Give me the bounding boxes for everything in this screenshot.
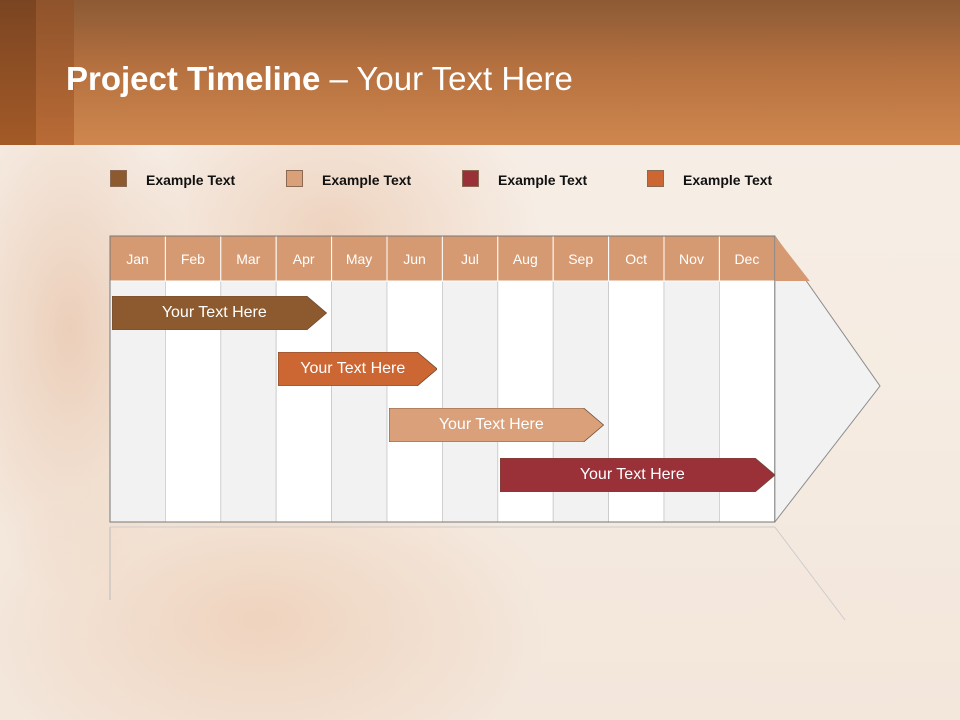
month-header-cell bbox=[718, 235, 776, 282]
timeline-frame bbox=[109, 235, 776, 523]
task-bar-label: Your Text Here bbox=[300, 360, 406, 377]
month-header-cell bbox=[608, 235, 665, 282]
month-header-cell bbox=[552, 235, 610, 282]
month-header-cell bbox=[331, 235, 388, 282]
month-header-cell bbox=[386, 235, 443, 282]
legend-label: Example Text bbox=[498, 172, 588, 188]
legend-swatch bbox=[286, 170, 303, 187]
month-column bbox=[386, 280, 443, 523]
month-label-aug: Aug bbox=[512, 251, 538, 267]
month-label-may: May bbox=[345, 251, 373, 267]
page-title: Project Timeline – Your Text Here bbox=[66, 60, 573, 98]
legend-swatch bbox=[110, 170, 127, 187]
task-bar[interactable]: Your Text Here bbox=[389, 408, 604, 442]
task-bar-arrow-shape bbox=[112, 296, 327, 330]
month-label-jun: Jun bbox=[403, 251, 426, 267]
page-title-rest: – Your Text Here bbox=[320, 60, 573, 97]
page-title-bold: Project Timeline bbox=[66, 60, 321, 97]
task-bar-fill bbox=[499, 458, 775, 492]
month-label-apr: Apr bbox=[292, 251, 315, 267]
task-bar-fill bbox=[278, 352, 438, 386]
task-bar-fill bbox=[389, 408, 604, 442]
task-bar-label: Your Text Here bbox=[438, 416, 544, 433]
task-bar-arrow-shape bbox=[389, 408, 604, 442]
task-bar[interactable]: Your Text Here bbox=[499, 458, 775, 492]
month-label-jan: Jan bbox=[126, 251, 149, 267]
month-label-sep: Sep bbox=[568, 251, 594, 267]
banner-accent-strip-inner bbox=[36, 0, 74, 145]
task-bar-arrow-shape bbox=[499, 458, 775, 492]
timeline-arrow-header-tip bbox=[774, 236, 810, 281]
legend-label: Example Text bbox=[146, 172, 236, 188]
reflection-tip-edge bbox=[774, 526, 846, 621]
task-bar-fill bbox=[112, 296, 327, 330]
task-bar[interactable]: Your Text Here bbox=[278, 352, 438, 386]
month-label-dec: Dec bbox=[734, 251, 760, 267]
month-label-nov: Nov bbox=[679, 251, 704, 267]
month-column bbox=[331, 280, 388, 523]
task-bar-label: Your Text Here bbox=[579, 466, 685, 483]
month-column bbox=[441, 280, 499, 523]
month-label-oct: Oct bbox=[625, 251, 647, 267]
legend-swatch bbox=[647, 170, 664, 187]
month-header-cell bbox=[275, 235, 333, 282]
legend-swatch bbox=[462, 170, 479, 187]
month-header-cell bbox=[663, 235, 720, 282]
title-banner: Project Timeline – Your Text Here bbox=[0, 0, 960, 145]
task-bar[interactable]: Your Text Here bbox=[112, 296, 327, 330]
task-bar-arrow-shape bbox=[278, 352, 438, 386]
task-bar-label: Your Text Here bbox=[161, 304, 267, 321]
month-label-jul: Jul bbox=[460, 251, 479, 267]
month-label-mar: Mar bbox=[236, 251, 261, 267]
month-header-cell bbox=[441, 235, 499, 282]
legend-label: Example Text bbox=[683, 172, 773, 188]
legend-label: Example Text bbox=[322, 172, 412, 188]
month-label-feb: Feb bbox=[180, 251, 205, 267]
